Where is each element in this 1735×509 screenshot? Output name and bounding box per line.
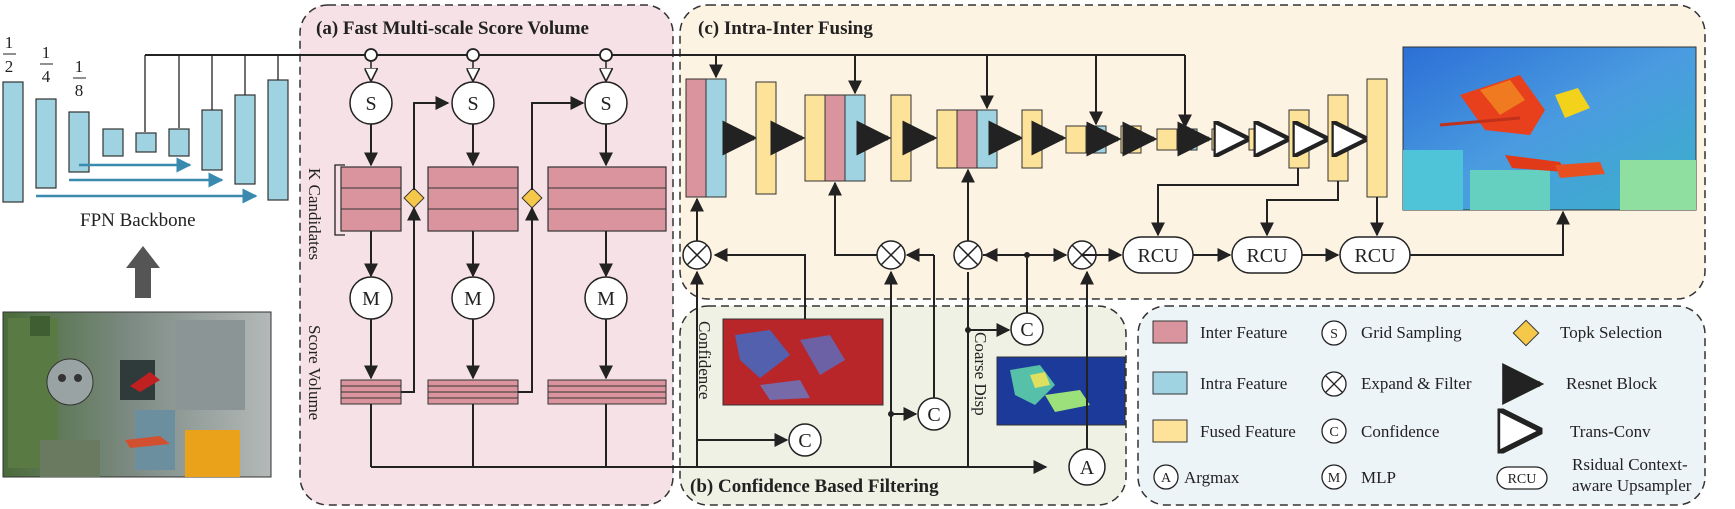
svg-text:Expand & Filter: Expand & Filter xyxy=(1361,374,1472,393)
svg-text:1: 1 xyxy=(5,33,14,52)
confidence-map xyxy=(722,318,884,406)
svg-text:Resnet Block: Resnet Block xyxy=(1566,374,1658,393)
svg-text:Trans-Conv: Trans-Conv xyxy=(1570,422,1651,441)
svg-text:4: 4 xyxy=(42,67,51,86)
svg-text:RCU: RCU xyxy=(1354,245,1396,267)
candidate-volume-1 xyxy=(340,166,402,232)
panel-a-title: (a) Fast Multi-scale Score Volume xyxy=(316,18,589,39)
svg-text:MLP: MLP xyxy=(1361,468,1396,487)
confidence-label: Confidence xyxy=(695,321,714,399)
svg-text:S: S xyxy=(1330,327,1338,342)
rcu-node-3: RCU xyxy=(1339,236,1411,274)
svg-text:Rsidual Context-: Rsidual Context- xyxy=(1572,455,1688,474)
svg-text:1: 1 xyxy=(42,43,51,62)
panel-c-title: (c) Intra-Inter Fusing xyxy=(698,18,873,39)
fused-block-4 xyxy=(1120,125,1142,154)
svg-text:A: A xyxy=(1161,471,1172,486)
svg-text:Grid Sampling: Grid Sampling xyxy=(1361,323,1462,342)
svg-text:Argmax: Argmax xyxy=(1184,468,1240,487)
mlp-node-1: M xyxy=(349,276,393,320)
svg-text:1: 1 xyxy=(75,57,84,76)
svg-text:Topk Selection: Topk Selection xyxy=(1560,323,1663,342)
upsample-block-4 xyxy=(1366,78,1388,198)
rcu-node-1: RCU xyxy=(1122,236,1194,274)
mlp-node-3: M xyxy=(584,276,628,320)
fused-block-1 xyxy=(755,81,777,195)
svg-text:S: S xyxy=(365,93,376,115)
fused-block-2 xyxy=(890,94,912,182)
topk-diamond-1 xyxy=(403,187,425,209)
upsample-block-3 xyxy=(1327,94,1349,182)
svg-text:Fused Feature: Fused Feature xyxy=(1200,422,1296,441)
input-arrow xyxy=(126,246,160,298)
svg-text:RCU: RCU xyxy=(1246,245,1288,267)
score-volume-1 xyxy=(340,379,402,405)
grid-sampling-node-3: S xyxy=(584,81,628,125)
legend: Inter Feature Intra Feature Fused Featur… xyxy=(1152,319,1692,495)
mlp-node-2: M xyxy=(451,276,495,320)
output-disparity-map xyxy=(1402,46,1697,211)
score-volume-label: Score Volume xyxy=(305,325,324,420)
topk-diamond-2 xyxy=(521,187,543,209)
panel-b-title: (b) Confidence Based Filtering xyxy=(690,476,939,497)
svg-text:C: C xyxy=(1020,319,1033,341)
k-candidates-label: K Candidates xyxy=(305,168,324,260)
confidence-node-3: C xyxy=(1010,312,1044,346)
expand-filter-node-1 xyxy=(682,240,712,270)
stage2-feature xyxy=(804,94,866,182)
svg-text:2: 2 xyxy=(5,57,14,76)
svg-text:M: M xyxy=(362,288,380,310)
svg-text:RCU: RCU xyxy=(1508,472,1537,487)
backbone-bus xyxy=(144,54,1185,132)
scale-fractions: 1 2 1 4 1 8 xyxy=(3,33,86,100)
svg-text:S: S xyxy=(600,93,611,115)
svg-text:Inter Feature: Inter Feature xyxy=(1200,323,1287,342)
svg-text:M: M xyxy=(464,288,482,310)
candidate-volume-3 xyxy=(547,166,667,232)
argmax-node: A xyxy=(1068,448,1106,486)
rcu-node-2: RCU xyxy=(1231,236,1303,274)
confidence-node-2: C xyxy=(917,397,951,431)
svg-text:M: M xyxy=(597,288,615,310)
svg-text:RCU: RCU xyxy=(1137,245,1179,267)
svg-text:Intra Feature: Intra Feature xyxy=(1200,374,1287,393)
coarse-disp-label: Coarse Disp xyxy=(971,332,990,416)
fpn-backbone-label: FPN Backbone xyxy=(80,210,196,231)
stage1-feature xyxy=(685,78,727,198)
panel-a xyxy=(299,4,674,506)
upsample-block-1 xyxy=(1248,128,1270,151)
score-volume-3 xyxy=(547,379,667,405)
grid-sampling-node-1: S xyxy=(349,81,393,125)
input-image xyxy=(2,311,272,478)
coarse-disp-map xyxy=(996,356,1126,426)
svg-text:A: A xyxy=(1080,457,1095,479)
svg-text:C: C xyxy=(798,430,811,452)
svg-text:8: 8 xyxy=(75,81,84,100)
stage5-feature xyxy=(1156,128,1198,151)
upsample-block-2 xyxy=(1288,109,1310,169)
svg-text:S: S xyxy=(467,93,478,115)
stage3-feature xyxy=(936,109,998,169)
fused-block-5 xyxy=(1211,128,1233,151)
svg-text:C: C xyxy=(1329,425,1338,440)
svg-text:aware Upsampler: aware Upsampler xyxy=(1572,476,1692,495)
fpn-backbone xyxy=(2,79,289,204)
candidate-volume-2 xyxy=(427,166,519,232)
expand-filter-node-3 xyxy=(953,240,983,270)
svg-text:M: M xyxy=(1328,471,1341,486)
svg-text:C: C xyxy=(927,404,940,426)
expand-filter-node-2 xyxy=(876,240,906,270)
stage4-feature xyxy=(1065,125,1107,154)
svg-text:Confidence: Confidence xyxy=(1361,422,1439,441)
score-volume-2 xyxy=(427,379,519,405)
confidence-node-1: C xyxy=(788,423,822,457)
grid-sampling-node-2: S xyxy=(451,81,495,125)
panel-legend xyxy=(1137,305,1706,506)
fused-block-3 xyxy=(1021,109,1043,169)
